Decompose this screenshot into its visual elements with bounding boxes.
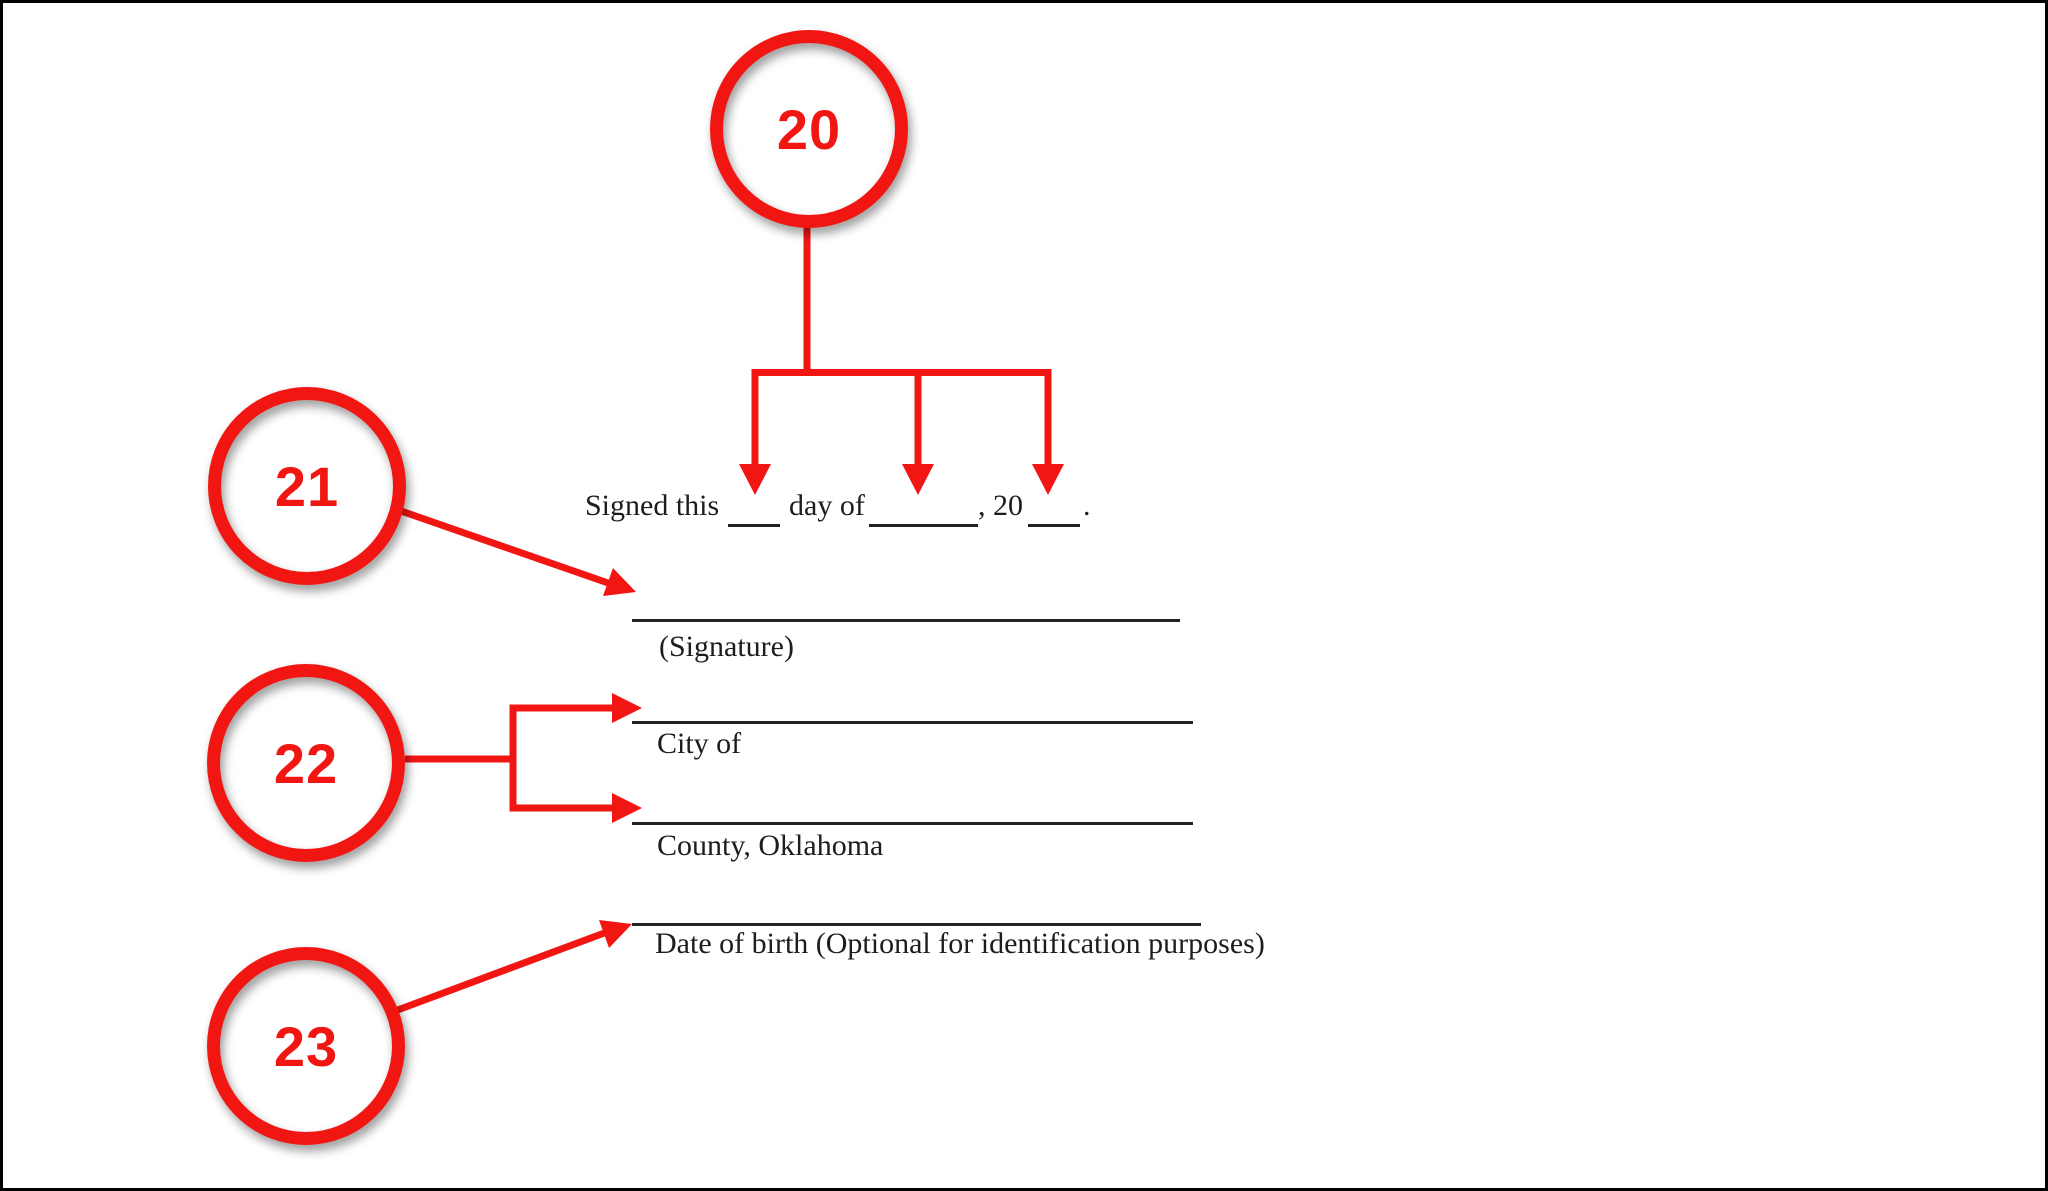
city-line xyxy=(632,721,1193,724)
callout-20-connector xyxy=(739,225,1064,495)
callout-badge-23: 23 xyxy=(207,947,405,1145)
signature-label: (Signature) xyxy=(659,630,794,663)
callout-badge-21: 21 xyxy=(208,387,406,585)
county-line xyxy=(632,822,1193,825)
right-up-arrowhead-icon xyxy=(599,920,632,948)
signed-sentence-year-prefix: , 20 xyxy=(978,489,1023,522)
callout-number: 21 xyxy=(274,454,340,518)
signed-sentence-day-of: day of xyxy=(789,489,865,522)
callout-23-arrow xyxy=(393,920,632,1015)
callout-badge-20: 20 xyxy=(710,30,908,228)
callout-number: 20 xyxy=(776,97,842,161)
date-of-birth-line xyxy=(632,923,1201,926)
day-blank xyxy=(728,524,780,527)
signed-sentence-terminator: . xyxy=(1083,489,1091,522)
city-label: City of xyxy=(657,727,742,760)
callout-22-bracket xyxy=(405,693,642,823)
callout-badge-22: 22 xyxy=(207,664,405,862)
right-down-arrowhead-icon xyxy=(603,568,636,596)
signature-line xyxy=(632,619,1180,622)
callout-number: 22 xyxy=(273,731,339,795)
year-blank xyxy=(1028,524,1080,527)
month-blank xyxy=(869,524,978,527)
county-label: County, Oklahoma xyxy=(657,829,884,862)
right-arrowhead-icon xyxy=(612,693,642,823)
date-of-birth-label: Date of birth (Optional for identificati… xyxy=(655,927,1265,960)
callout-number: 23 xyxy=(273,1014,339,1078)
signed-sentence-lead: Signed this xyxy=(585,489,720,522)
